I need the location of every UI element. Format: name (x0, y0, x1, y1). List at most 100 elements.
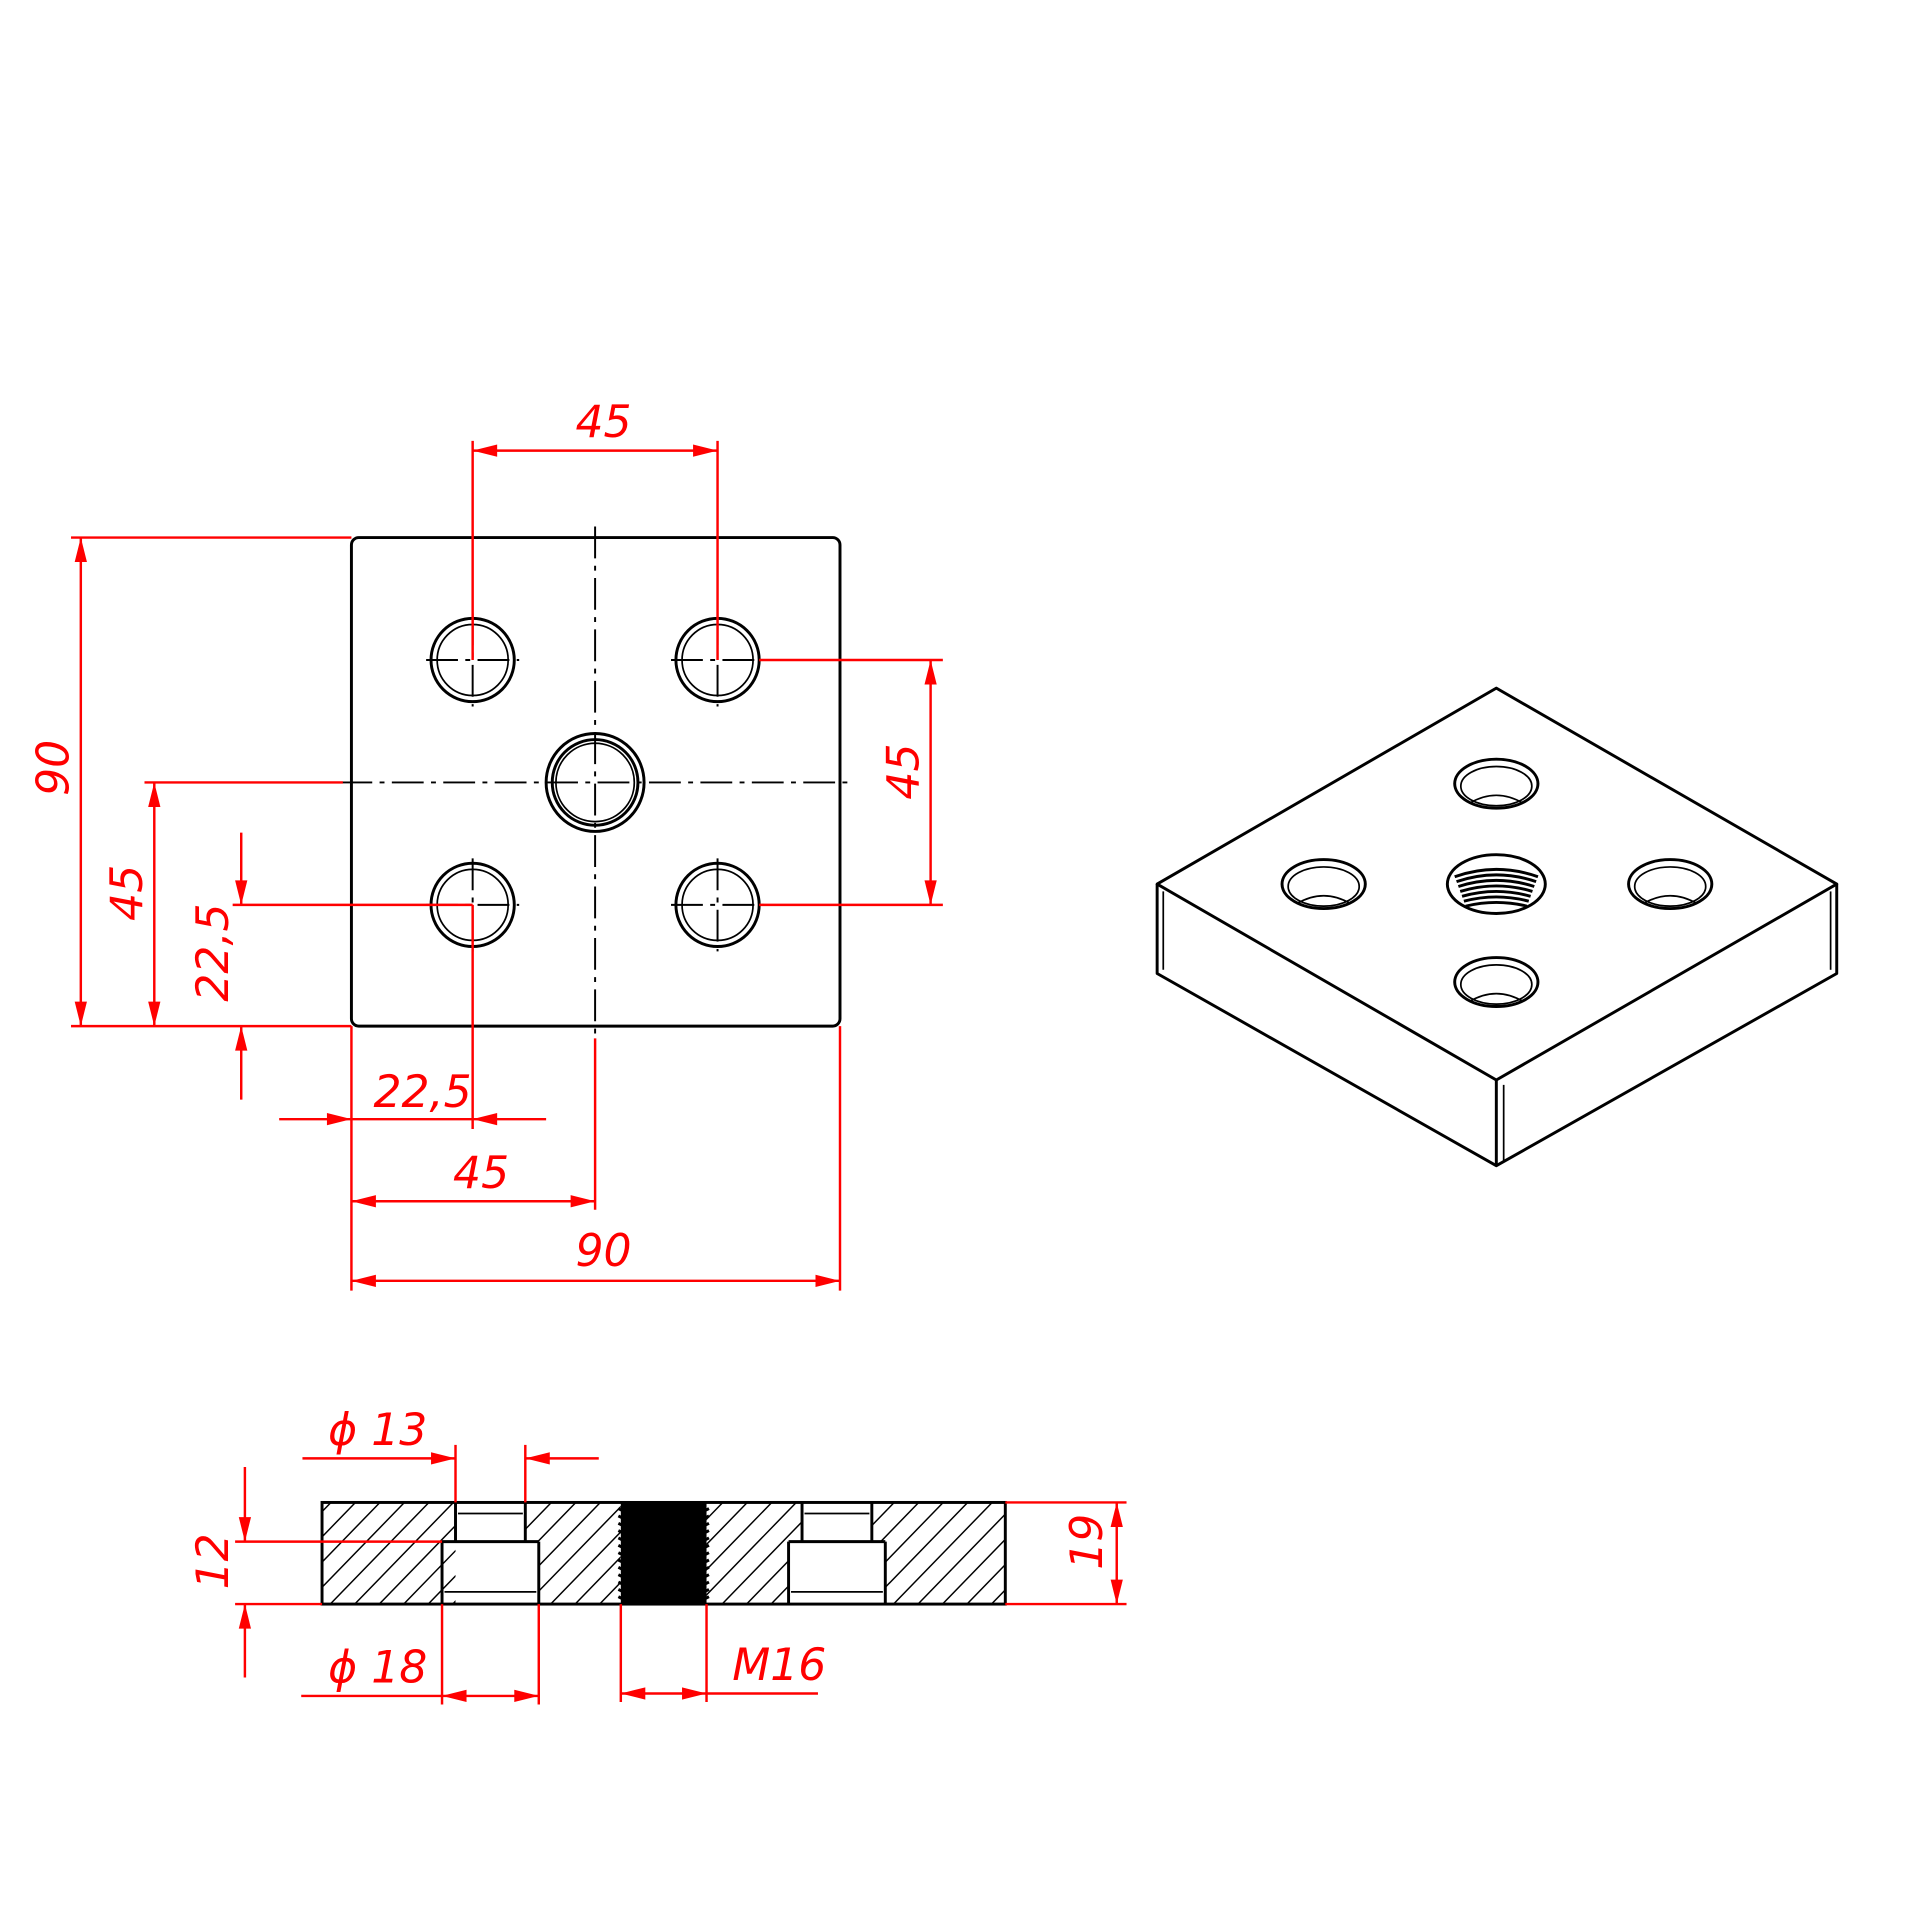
iso-hole-bottom (1296, 894, 1352, 905)
thread-tooth (700, 1573, 710, 1580)
iso-hole-inner (1287, 866, 1361, 907)
hatch-line (489, 1502, 613, 1605)
arrowhead (514, 1689, 539, 1703)
iso-thread-ring (1463, 895, 1530, 903)
thread-section (620, 1502, 707, 1605)
arrowhead (570, 1195, 596, 1208)
arrowhead (620, 1687, 646, 1700)
dim-center-height: 45 (102, 865, 153, 921)
thread-tooth (700, 1558, 710, 1565)
arrowhead (472, 1113, 498, 1126)
thread-minor (555, 742, 636, 823)
dim-center-width: 45 (453, 1148, 509, 1199)
arrowhead (238, 1517, 252, 1542)
arrowhead (1110, 1502, 1123, 1527)
dim-counterbore-depth: 12 (188, 1533, 239, 1589)
arrowhead (148, 782, 161, 807)
dim-counterbore-dia: ϕ 18 (328, 1642, 427, 1693)
hatch-line (881, 1502, 1005, 1605)
thread-tooth (700, 1551, 710, 1558)
thread-tooth (617, 1580, 627, 1588)
hatch-line (391, 1502, 515, 1605)
arrowhead (924, 660, 937, 685)
iso-hole-bottom (1468, 992, 1524, 1003)
iso-thread-ring (1454, 867, 1539, 879)
iso-hole-inner (1633, 866, 1707, 907)
hatch-line (366, 1502, 491, 1605)
arrowhead (235, 880, 248, 905)
arrowhead (148, 1001, 161, 1027)
hatch-line (415, 1502, 540, 1605)
arrowhead (74, 1001, 87, 1027)
thread-tooth (700, 1580, 710, 1588)
threaded-hole (544, 732, 646, 833)
thread-tooth (617, 1521, 627, 1529)
arrowhead (924, 880, 937, 905)
arrowhead (431, 1452, 456, 1465)
thread-tooth (700, 1536, 710, 1543)
iso-hole-inner (1459, 964, 1533, 1005)
iso-thread-ring (1457, 879, 1535, 888)
arrowhead (351, 1195, 376, 1208)
iso-thread-ring (1459, 884, 1533, 893)
thread-tooth (617, 1566, 627, 1573)
arrowhead (235, 1026, 248, 1051)
iso-counterbore-hole (1280, 858, 1367, 911)
arrowhead (351, 1274, 376, 1287)
thread-tooth (617, 1588, 627, 1595)
hatch-line (930, 1502, 1006, 1605)
arrowhead (525, 1452, 550, 1465)
dim-thread: M16 (732, 1640, 826, 1691)
hatch-line (758, 1502, 883, 1605)
thread-tooth (617, 1529, 627, 1536)
hatch-line (856, 1502, 981, 1605)
thread-tooth (700, 1588, 710, 1595)
hatch-line (979, 1502, 1006, 1605)
arrowhead (1110, 1579, 1123, 1605)
thread-tooth (617, 1551, 627, 1558)
counterbore-section (787, 1502, 887, 1605)
arrowhead (442, 1689, 467, 1703)
arrowhead (472, 444, 498, 457)
arrowhead (693, 444, 718, 457)
hatch-line (322, 1502, 417, 1605)
iso-threaded-hole (1445, 853, 1547, 915)
thread-tooth (617, 1558, 627, 1565)
iso-counterbore-hole (1627, 858, 1714, 911)
thread-tooth (617, 1543, 627, 1551)
iso-hole-bottom (1642, 894, 1698, 905)
hatch-line (342, 1502, 466, 1605)
hatch-line (322, 1502, 393, 1605)
hatch-line (709, 1502, 834, 1605)
thread-tooth (700, 1507, 710, 1514)
arrowhead (326, 1113, 352, 1126)
thread-tooth (617, 1507, 627, 1514)
counterbore-section (440, 1502, 541, 1605)
iso-top-face (1155, 686, 1839, 1082)
top-view-dimension-labels: 45 90 45 22,5 45 22,5 45 90 (29, 397, 930, 1277)
thread-tooth (617, 1536, 627, 1543)
iso-thread-ring (1461, 890, 1532, 898)
iso-hole-inner (1459, 765, 1533, 807)
arrowhead (74, 537, 87, 563)
thread-tooth (700, 1514, 710, 1521)
thread-tooth (700, 1595, 710, 1602)
iso-counterbore-hole (1453, 757, 1540, 810)
iso-counterbore-hole (1453, 956, 1540, 1008)
thread-tooth (700, 1566, 710, 1573)
hatch-line (954, 1502, 1006, 1605)
thread-inner (550, 738, 640, 827)
iso-hole-bottom (1468, 794, 1524, 805)
section-view-dimension-labels: ϕ 13 12 19 ϕ 18 M16 (188, 1405, 1113, 1694)
dim-overall-width: 90 (576, 1226, 632, 1277)
dim-hole-spacing-top: 45 (576, 397, 632, 448)
dim-hole-offset-y: 22,5 (188, 903, 239, 1001)
thread-tooth (700, 1543, 710, 1551)
dim-through-hole: ϕ 13 (328, 1405, 427, 1456)
dim-overall-height: 90 (29, 740, 80, 796)
iso-thread-ring (1456, 873, 1537, 884)
hatch-line (832, 1502, 956, 1605)
thread-tooth (617, 1573, 627, 1580)
hatch-line (322, 1502, 344, 1605)
